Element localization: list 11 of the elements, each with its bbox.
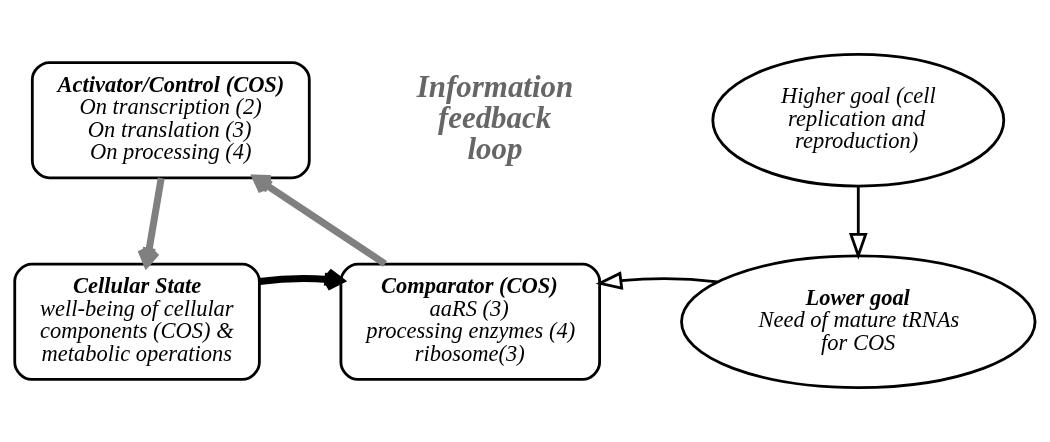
node-ellipse: Higher goal (cell replication and reproduction) [711,52,1006,188]
arrow [258,268,345,291]
node-box: Cellular State well-being of cellular components (COS) & metabolic operations [13,262,261,381]
arrow [848,186,868,260]
node-box: Activator/Control (COS) On transcription (2) On translation (3) On processing (4) [30,61,311,180]
label: Information feedback loop [416,69,574,167]
node-box: Comparator (COS) aaRS (3) processing enzymes (4) ribosome(3) [339,262,601,381]
arrow [252,174,387,267]
arrow [595,271,718,290]
node-ellipse: Lower goal Need of mature tRNAs for COS [680,254,1037,390]
arrow [137,177,165,268]
